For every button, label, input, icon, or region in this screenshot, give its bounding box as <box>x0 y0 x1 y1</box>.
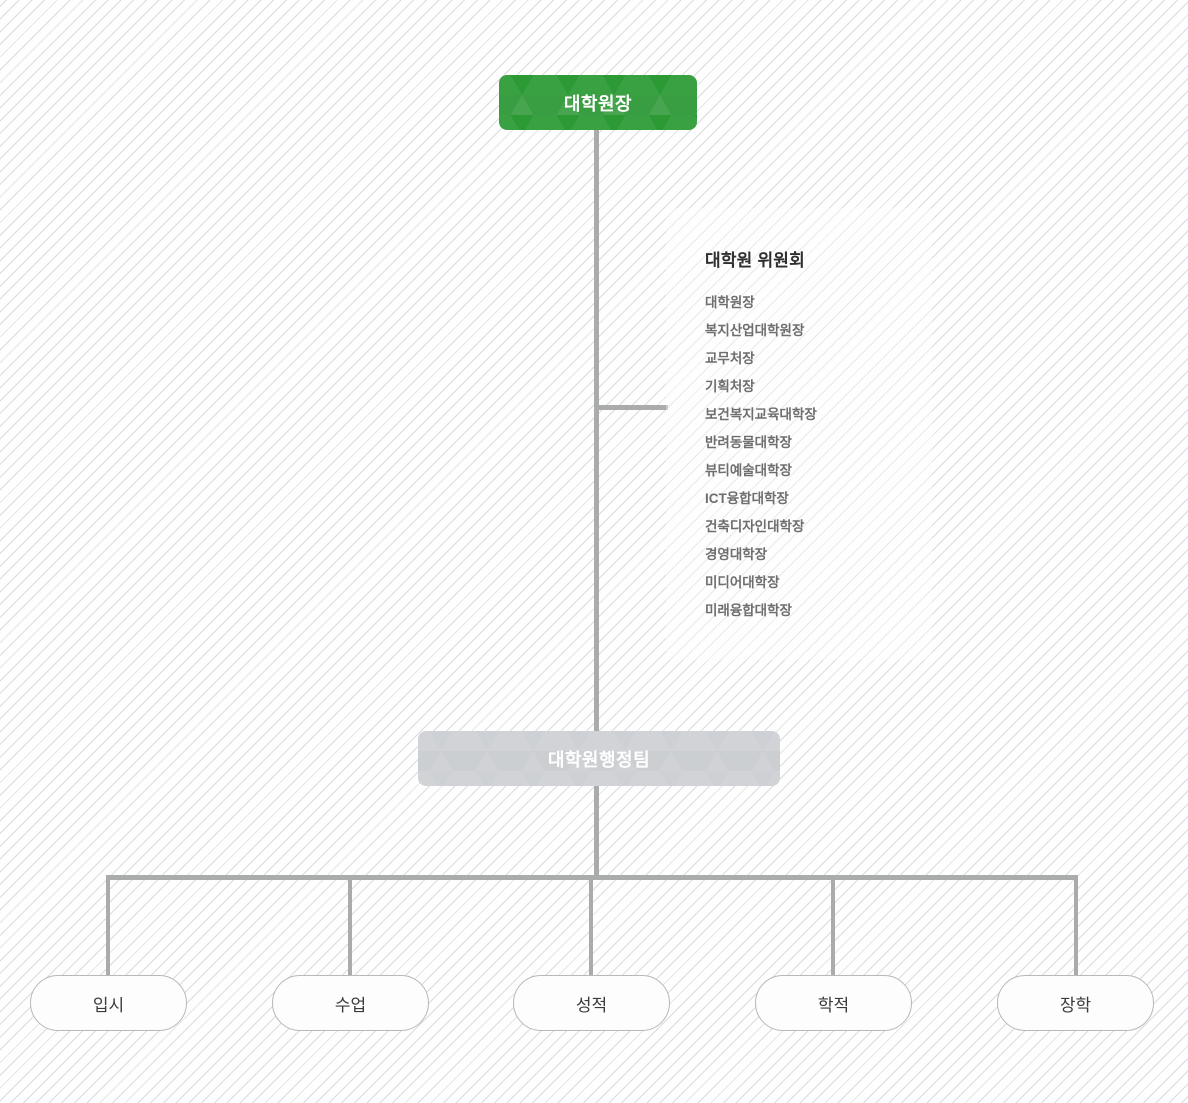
connector-drop-4 <box>831 875 835 976</box>
list-item: 복지산업대학원장 <box>705 323 805 338</box>
node-function-academic-record-label: 학적 <box>817 995 850 1015</box>
committee-member-list: 대학원장 복지산업대학원장 교무처장 기획처장 보건복지교육대학장 반려동물대학… <box>705 289 932 625</box>
connector-trunk-admin-to-bus <box>594 786 599 878</box>
node-function-class[interactable]: 수업 <box>272 975 429 1031</box>
committee-panel: 대학원 위원회 대학원장 복지산업대학원장 교무처장 기획처장 보건복지교육대학… <box>666 208 932 660</box>
list-item: 보건복지교육대학장 <box>705 407 817 422</box>
list-item: 경영대학장 <box>705 547 768 562</box>
list-item: 대학원장 <box>705 295 755 310</box>
list-item: ICT융합대학장 <box>705 491 789 506</box>
connector-trunk-dean-to-admin <box>594 130 599 731</box>
node-function-grades-label: 성적 <box>575 995 608 1015</box>
node-function-scholarship-label: 장학 <box>1059 995 1092 1015</box>
connector-drop-5 <box>1074 875 1078 976</box>
list-item: 기획처장 <box>705 379 755 394</box>
list-item: 미래융합대학장 <box>705 603 792 618</box>
node-admin-team[interactable]: 대학원행정팀 <box>418 731 780 786</box>
node-function-grades[interactable]: 성적 <box>513 975 670 1031</box>
connector-drop-1 <box>106 875 110 976</box>
node-function-academic-record[interactable]: 학적 <box>755 975 912 1031</box>
list-item: 뷰티예술대학장 <box>705 463 792 478</box>
connector-drop-3 <box>589 875 593 976</box>
node-function-admission-label: 입시 <box>92 995 125 1015</box>
node-dean-label: 대학원장 <box>563 93 633 114</box>
list-item: 반려동물대학장 <box>705 435 792 450</box>
node-function-admission[interactable]: 입시 <box>30 975 187 1031</box>
node-dean[interactable]: 대학원장 <box>499 75 697 130</box>
connector-branch-to-committee <box>594 405 668 410</box>
list-item: 건축디자인대학장 <box>705 519 805 534</box>
node-admin-team-label: 대학원행정팀 <box>547 749 651 770</box>
connector-drop-2 <box>348 875 352 976</box>
list-item: 미디어대학장 <box>705 575 780 590</box>
committee-title: 대학원 위원회 <box>705 251 805 270</box>
list-item: 교무처장 <box>705 351 755 366</box>
node-function-scholarship[interactable]: 장학 <box>997 975 1154 1031</box>
node-function-class-label: 수업 <box>334 995 367 1015</box>
